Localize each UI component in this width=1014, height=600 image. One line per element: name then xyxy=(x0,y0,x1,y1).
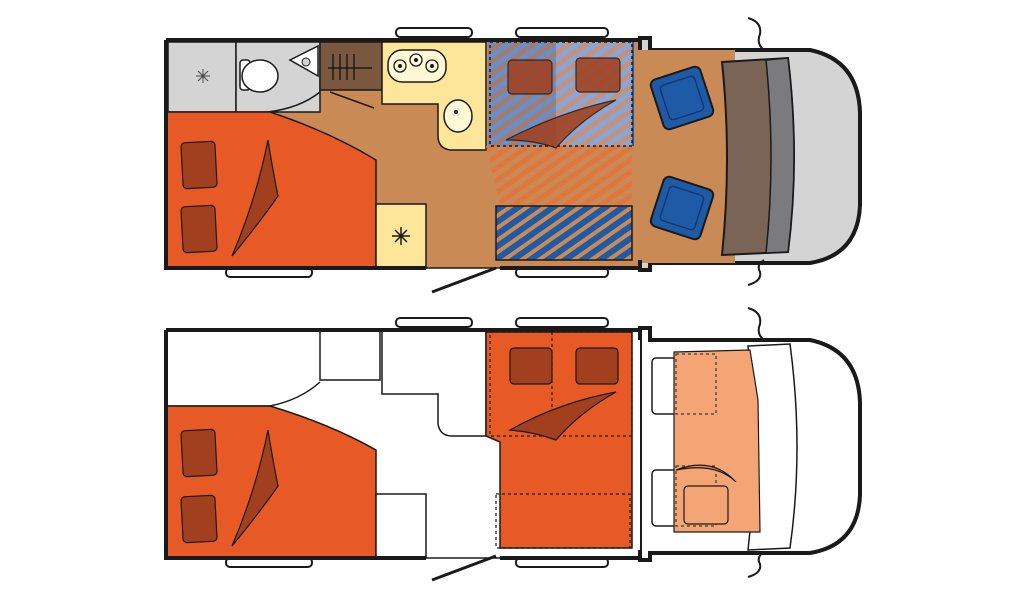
entrance-door xyxy=(431,266,497,294)
mirror-icon xyxy=(747,551,765,578)
wheel-arch xyxy=(395,27,473,38)
blanket xyxy=(505,99,617,149)
shower-drain-icon xyxy=(196,69,210,83)
sink-icon xyxy=(288,44,319,78)
night-layout xyxy=(164,307,862,582)
pillow xyxy=(509,347,553,385)
bathroom-door xyxy=(267,91,321,113)
toilet-icon xyxy=(239,59,279,93)
blanket xyxy=(231,429,279,547)
sink-icon xyxy=(443,99,473,133)
dinette-bed-outline xyxy=(489,41,633,147)
wheel-arch xyxy=(515,317,609,328)
cab-seat-left xyxy=(649,65,715,131)
cab-seat-right xyxy=(649,175,715,241)
mirror-icon xyxy=(747,17,765,51)
pillow xyxy=(180,494,218,544)
mirror-icon xyxy=(747,259,765,286)
blanket xyxy=(231,139,279,257)
outer-wall xyxy=(164,38,642,270)
pillow xyxy=(575,347,619,385)
pillow xyxy=(180,140,218,190)
cab-bed-outline xyxy=(675,353,717,415)
pillow xyxy=(180,428,218,478)
pillow xyxy=(575,57,621,93)
snowflake-icon xyxy=(392,227,410,245)
dinette-bed-outline xyxy=(495,493,631,549)
dinette-bed-outline xyxy=(489,331,633,437)
outer-wall xyxy=(164,328,642,560)
entrance-door xyxy=(431,554,497,582)
wheel-arch xyxy=(395,317,473,328)
dinette-bench-rear xyxy=(495,205,633,261)
bathroom-outline xyxy=(319,330,381,381)
mirror-icon xyxy=(747,307,765,341)
wheel-arch xyxy=(515,27,609,38)
dashboard-console xyxy=(765,57,795,254)
wardrobe xyxy=(319,41,383,91)
day-layout xyxy=(164,17,862,294)
wardrobe-door xyxy=(329,91,375,109)
blanket xyxy=(675,464,737,483)
pillow xyxy=(180,204,218,254)
dinette-overlay xyxy=(486,146,632,206)
wardrobe-icon xyxy=(328,54,372,80)
pillow xyxy=(683,485,729,525)
kitchen-counter xyxy=(381,330,487,437)
fridge xyxy=(375,493,427,559)
gas-hob-icon xyxy=(387,49,447,83)
pillow xyxy=(507,59,553,95)
blanket xyxy=(507,391,617,441)
